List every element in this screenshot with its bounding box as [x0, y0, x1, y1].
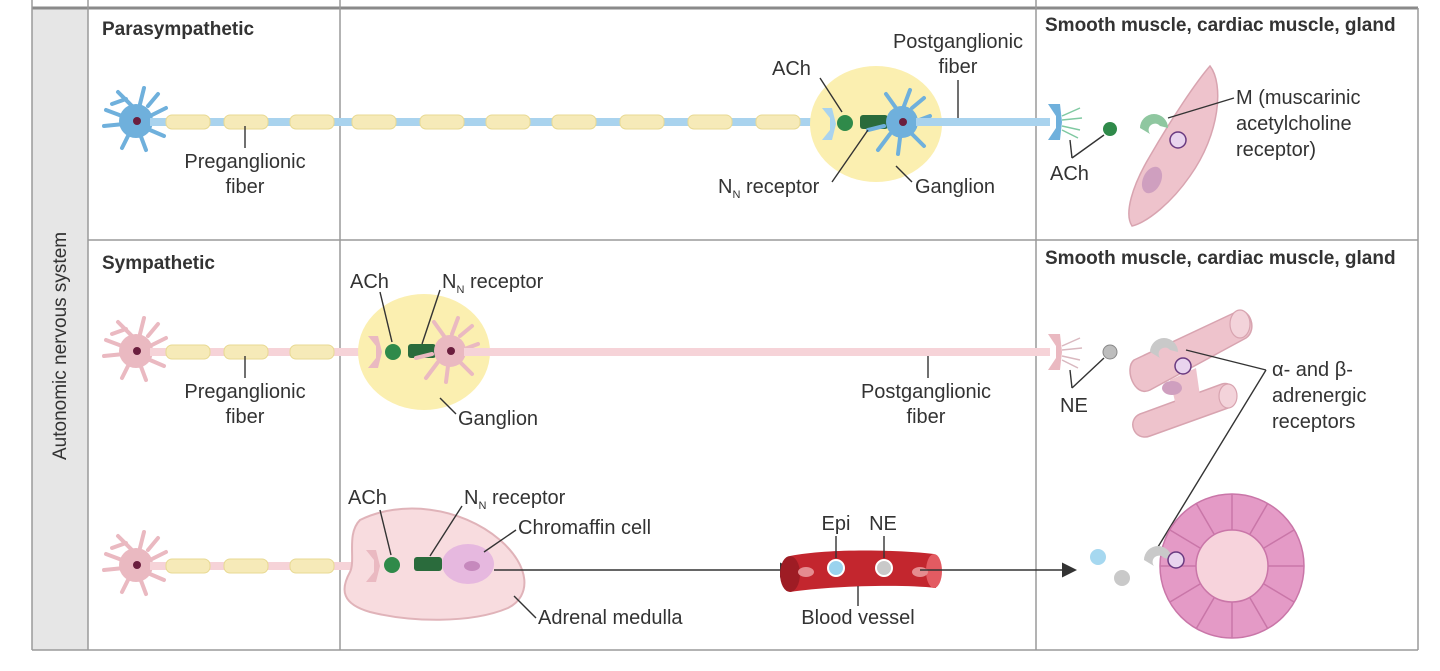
- side-label: Autonomic nervous system: [50, 232, 71, 460]
- symp-ganglion-label: Ganglion: [458, 408, 538, 430]
- row-title-parasympathetic: Parasympathetic: [102, 19, 255, 40]
- symp-preganglionic-label-2: fiber: [226, 406, 265, 428]
- symp-postganglionic-neuron: [414, 316, 480, 384]
- symp-nn-receptor-label: NN receptor: [442, 271, 544, 296]
- para-ach-molecule-ganglion: [837, 115, 853, 131]
- para-muscarinic-label-1: M (muscarinic: [1236, 87, 1360, 109]
- para-muscarinic-label-2: acetylcholine: [1236, 113, 1352, 135]
- para-preganglionic-label-1: Preganglionic: [184, 151, 305, 173]
- symp-axon-terminal: [1048, 334, 1062, 370]
- symp-ne-molecule-target: [1102, 344, 1118, 360]
- para-preganglionic-label-2: fiber: [226, 176, 265, 198]
- symp-postganglionic-label-1: Postganglionic: [861, 381, 991, 403]
- para-postganglionic-label-1: Postganglionic: [893, 31, 1023, 53]
- symp-adrenergic-label-1: α- and β-: [1272, 359, 1353, 381]
- adrenal-pathway: ACh NN receptor Chromaffin cell Adrenal …: [102, 487, 1305, 639]
- adrenal-preganglionic-neuron: [102, 530, 168, 596]
- ne-vessel-label: NE: [869, 513, 897, 535]
- chromaffin-label: Chromaffin cell: [518, 517, 651, 539]
- symp-presynaptic-terminal: [368, 336, 382, 368]
- ne-molecule-vessel: [875, 559, 893, 577]
- target-header-parasympathetic: Smooth muscle, cardiac muscle, gland: [1045, 15, 1396, 36]
- adrenal-nn-receptor: [414, 557, 442, 571]
- adrenal-nn-receptor-label: NN receptor: [464, 487, 566, 512]
- para-muscarinic-label-3: receptor): [1236, 139, 1316, 161]
- table-frame: [31, 0, 1419, 651]
- symp-ne-target-label: NE: [1060, 395, 1088, 417]
- para-ach-ganglion-label: ACh: [772, 58, 811, 80]
- para-ach-molecule-target: [1103, 122, 1117, 136]
- symp-postganglionic-axon: [464, 348, 1050, 356]
- adrenal-myelin-segments: [165, 558, 335, 574]
- para-myelin-segments: [165, 114, 801, 130]
- para-axon-terminal: [1048, 104, 1062, 140]
- symp-adrenergic-label-2: adrenergic: [1272, 385, 1367, 407]
- para-muscarinic-receptor: [1140, 114, 1168, 134]
- symp-postganglionic-label-2: fiber: [907, 406, 946, 428]
- para-postganglionic-axon: [916, 118, 1050, 126]
- symp-cardiac-muscle: [1129, 309, 1253, 438]
- vessel-label: Blood vessel: [801, 607, 914, 629]
- symp-g-protein-icon: [1174, 357, 1192, 375]
- gland-adrenergic-receptor: [1144, 546, 1172, 566]
- symp-preganglionic-neuron: [102, 316, 168, 382]
- epi-molecule-target: [1090, 549, 1106, 565]
- sympathetic-row: Sympathetic Smooth muscle, cardiac muscl…: [102, 248, 1396, 561]
- symp-ach-molecule-ganglion: [385, 344, 401, 360]
- adrenal-ach-molecule: [384, 557, 400, 573]
- epi-label: Epi: [822, 513, 851, 535]
- target-header-sympathetic: Smooth muscle, cardiac muscle, gland: [1045, 248, 1396, 269]
- epi-molecule: [827, 559, 845, 577]
- symp-preganglionic-label-1: Preganglionic: [184, 381, 305, 403]
- parasympathetic-row: Parasympathetic Smooth muscle, cardiac m…: [102, 15, 1396, 227]
- symp-adrenergic-label-3: receptors: [1272, 411, 1355, 433]
- row-title-sympathetic: Sympathetic: [102, 253, 215, 274]
- gland-g-protein-icon: [1167, 551, 1185, 569]
- adrenal-medulla-label: Adrenal medulla: [538, 607, 683, 629]
- para-nn-receptor-label: NN receptor: [718, 176, 820, 201]
- blood-vessel: [780, 550, 942, 592]
- symp-ach-ganglion-label: ACh: [350, 271, 389, 293]
- para-presynaptic-terminal: [822, 108, 836, 140]
- adrenal-ach-label: ACh: [348, 487, 387, 509]
- para-preganglionic-neuron: [102, 86, 168, 152]
- gland: [1159, 493, 1305, 639]
- side-band: [32, 8, 88, 650]
- symp-adrenergic-receptor: [1150, 338, 1178, 358]
- para-ganglion-label: Ganglion: [915, 176, 995, 198]
- para-g-protein-icon: [1169, 131, 1187, 149]
- para-postganglionic-label-2: fiber: [939, 56, 978, 78]
- para-ach-target-label: ACh: [1050, 163, 1089, 185]
- ne-molecule-target: [1114, 570, 1130, 586]
- symp-myelin-segments: [165, 344, 335, 360]
